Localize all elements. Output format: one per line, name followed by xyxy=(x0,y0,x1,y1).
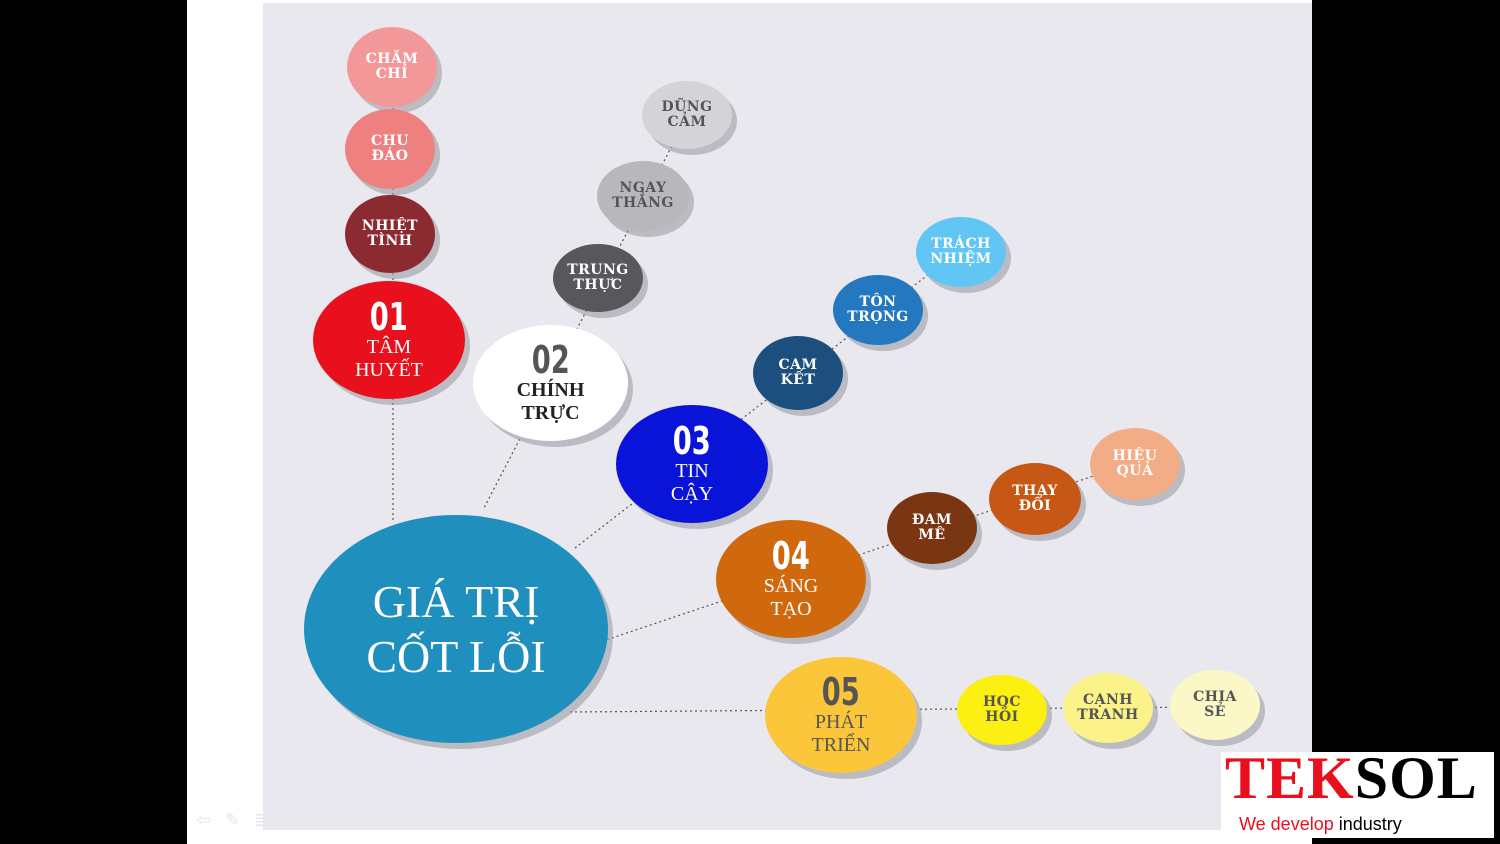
value-child-canh-tranh: CẠNH TRANH xyxy=(1063,673,1153,743)
pen-icon[interactable]: ✎ xyxy=(225,810,241,831)
value-child-ton-trong: TÔN TRỌNG xyxy=(833,275,923,345)
value-child-trung-thuc: TRUNG THỰC xyxy=(553,244,643,312)
value-child-dam-me: ĐAM MÊ xyxy=(887,492,977,564)
core-values-center: GIÁ TRỊ CỐT LỖI xyxy=(304,515,608,743)
value-child-hieu-qua: HIỆU QUẢ xyxy=(1090,428,1180,500)
value-child-hoc-hoi: HỌC HỎI xyxy=(957,675,1047,745)
value-child-cham-chi: CHĂM CHỈ xyxy=(347,27,437,107)
value-child-trach-nhiem: TRÁCH NHIỆM xyxy=(916,217,1006,287)
value-02-chinh-truc: 02 CHÍNH TRỰC xyxy=(473,325,628,441)
value-01-tam-huyet: 01 TÂM HUYẾT xyxy=(313,281,465,399)
next-slide-icon[interactable]: ⇨ xyxy=(283,810,299,831)
teksol-logo: TEKSOL We develop industry xyxy=(1221,748,1494,838)
value-child-nhiet-tinh: NHIỆT TÌNH xyxy=(345,195,435,273)
value-child-ngay-thang: NGAY THẲNG xyxy=(597,161,689,231)
value-child-cam-ket: CAM KẾT xyxy=(753,336,843,410)
value-child-chia-se: CHIA SẺ xyxy=(1170,670,1260,740)
value-child-chu-dao: CHU ĐÁO xyxy=(345,109,435,189)
value-child-dung-cam: DŨNG CẢM xyxy=(642,81,732,149)
value-05-phat-trien: 05 PHÁT TRIỂN xyxy=(765,657,917,773)
logo-wordmark: TEKSOL xyxy=(1225,745,1478,811)
value-child-thay-doi: THAY ĐỔI xyxy=(989,463,1081,535)
value-03-tin-cay: 03 TIN CẬY xyxy=(616,405,768,523)
logo-tagline: We develop industry xyxy=(1239,814,1402,834)
previous-slide-icon[interactable]: ⇦ xyxy=(196,810,212,831)
slideshow-controls: ⇦ ✎ ≣ ⇨ xyxy=(196,810,298,831)
value-04-sang-tao: 04 SÁNG TẠO xyxy=(716,520,866,638)
menu-icon[interactable]: ≣ xyxy=(254,810,270,831)
